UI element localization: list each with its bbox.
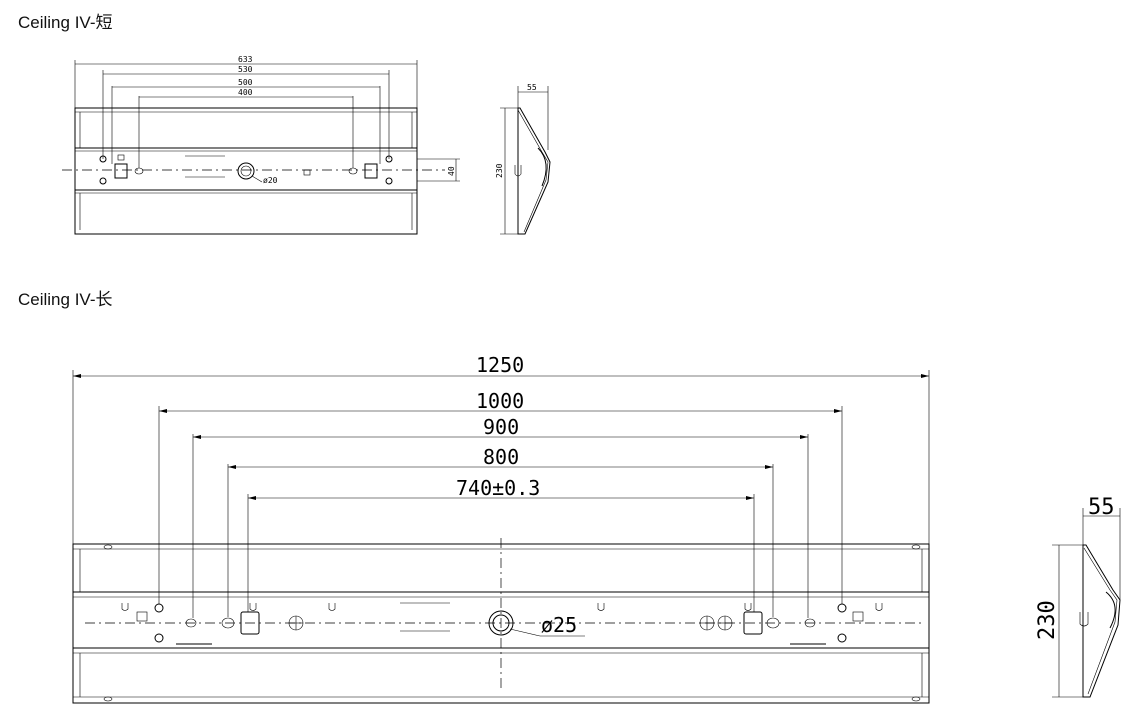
dim-1000: 1000 bbox=[476, 389, 524, 413]
dim-500: 500 bbox=[238, 78, 253, 87]
long-front-view bbox=[72, 370, 930, 704]
dim-side-230-short: 230 bbox=[495, 163, 504, 178]
short-front-view bbox=[62, 60, 460, 235]
dim-400: 400 bbox=[238, 88, 253, 97]
dim-1250: 1250 bbox=[476, 353, 524, 377]
section-title-short: Ceiling IV-短 bbox=[18, 13, 113, 32]
dim-530: 530 bbox=[238, 65, 253, 74]
dim-40: 40 bbox=[447, 166, 456, 176]
dim-740: 740±0.3 bbox=[456, 476, 540, 500]
dim-diameter-long: ø25 bbox=[541, 613, 577, 637]
long-cable-entry-hole bbox=[488, 610, 514, 636]
section-title-long: Ceiling IV-长 bbox=[18, 290, 113, 309]
dim-side-230-long: 230 bbox=[1035, 600, 1060, 640]
short-cable-entry-hole bbox=[237, 162, 255, 180]
long-side-view bbox=[1052, 508, 1121, 698]
dim-side-55-short: 55 bbox=[527, 83, 537, 92]
short-housing-outline bbox=[74, 107, 418, 235]
short-side-view bbox=[500, 86, 551, 235]
dim-800: 800 bbox=[483, 445, 519, 469]
dim-diameter-short: ø20 bbox=[263, 176, 278, 185]
dim-side-55-long: 55 bbox=[1088, 495, 1115, 520]
dim-900: 900 bbox=[483, 415, 519, 439]
dim-633: 633 bbox=[238, 55, 253, 64]
